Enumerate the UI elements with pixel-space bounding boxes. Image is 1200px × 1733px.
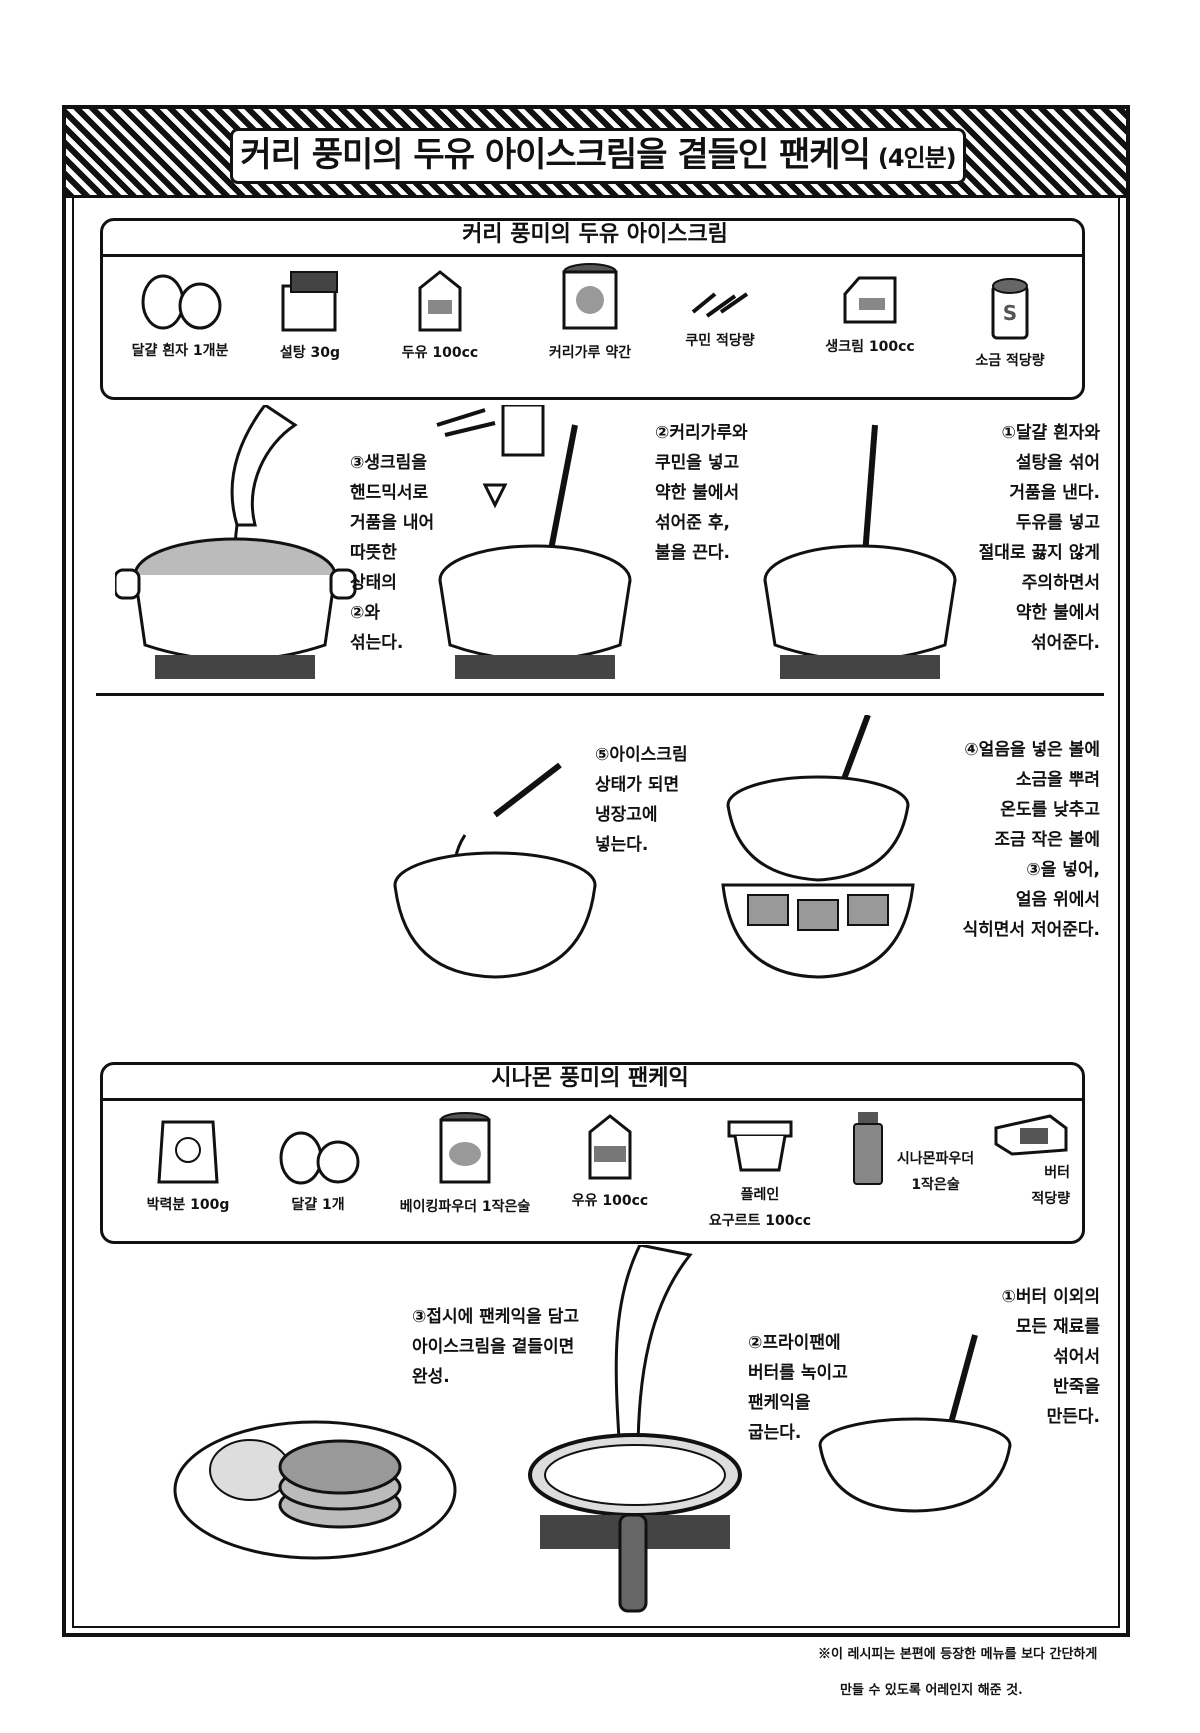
cream-carton-icon	[843, 276, 897, 324]
pot-with-whisk-illustration	[763, 424, 957, 679]
baking-powder-icon	[439, 1112, 491, 1184]
footnote: ※이 레시피는 본편에 등장한 메뉴를 보다 간단하게 만들 수 있도록 어레인…	[818, 1640, 1097, 1706]
ingredient-label: 두유 100cc	[401, 345, 479, 361]
cumin-icon	[691, 292, 749, 318]
ingredient-cream: 생크림 100cc	[810, 272, 930, 356]
frying-pan-illustration	[528, 1245, 742, 1613]
ingredient-butter: 버터 적당량	[960, 1110, 1070, 1212]
pancake-heading-divider	[100, 1098, 1085, 1101]
ingredient-baking-powder: 베이킹파우더 1작은술	[380, 1110, 550, 1216]
ingredient-salt: S 소금 적당량	[955, 272, 1065, 370]
pancake-step-1: ①버터 이외의 모든 재료를 섞어서 반죽을 만든다.	[1001, 1287, 1100, 1427]
pancake-step-3: ③접시에 팬케익을 담고 아이스크림을 곁들이면 완성.	[412, 1307, 579, 1387]
section-divider	[96, 693, 1104, 696]
page-title: 커리 풍미의 두유 아이스크림을 곁들인 팬케익(4인분)	[230, 128, 966, 184]
ingredient-label: 박력분 100g	[146, 1197, 230, 1213]
pot-with-cream-illustration	[115, 405, 357, 679]
sugar-icon	[281, 271, 338, 332]
title-serving: (4인분)	[877, 144, 957, 172]
ingredient-label: 베이킹파우더 1작은술	[399, 1199, 531, 1215]
salt-shaker-icon: S	[991, 278, 1029, 340]
ingredient-label: 생크림 100cc	[825, 339, 915, 355]
pancake-heading: 시나몬 풍미의 팬케익	[491, 1066, 689, 1091]
svg-text:S: S	[1003, 301, 1017, 325]
ice-cream-bowl-illustration	[393, 762, 597, 979]
pancake-step-2: ②프라이팬에 버터를 녹이고 팬케익을 굽는다.	[748, 1333, 848, 1443]
ingredient-label: 달걀 1개	[291, 1197, 345, 1213]
milk-carton-icon	[588, 1114, 632, 1180]
ingredient-label: 시나몬파우더 1작은술	[896, 1151, 975, 1193]
mixing-bowl-illustration	[818, 1334, 1012, 1513]
ingredient-milk: 우유 100cc	[555, 1112, 665, 1210]
page-frame	[62, 105, 1130, 1637]
ingredient-curry: 커리가루 약간	[525, 262, 655, 362]
ice-cream-step-5: ⑤아이스크림 상태가 되면 냉장고에 넣는다.	[595, 745, 688, 855]
ingredient-egg: 달걀 1개	[268, 1130, 368, 1214]
ice-cream-step-1: ①달걀 흰자와 설탕을 섞어 거품을 낸다. 두유를 넣고 절대로 끓지 않게 …	[978, 423, 1100, 653]
yogurt-icon	[727, 1120, 793, 1172]
pot-with-whisk-curry-illustration	[436, 405, 632, 679]
curry-can-icon	[562, 263, 618, 330]
ingredient-cumin: 쿠민 적당량	[665, 282, 775, 350]
soymilk-carton-icon	[418, 270, 462, 332]
ingredient-label: 달걀 흰자 1개분	[131, 343, 229, 359]
ice-cream-heading: 커리 풍미의 두유 아이스크림	[380, 218, 810, 257]
ice-cream-step-4: ④얼음을 넣은 볼에 소금을 뿌려 온도를 낮추고 조금 작은 볼에 ③을 넣어…	[962, 740, 1101, 940]
footnote-line-2: 만들 수 있도록 어레인지 해준 것.	[840, 1683, 1023, 1698]
title-main: 커리 풍미의 두유 아이스크림을 곁들인 팬케익	[240, 135, 871, 175]
eggs-icon	[141, 274, 222, 330]
pancake-plate-illustration	[173, 1420, 457, 1560]
ingredient-label: 커리가루 약간	[548, 345, 632, 361]
ingredient-soymilk: 두유 100cc	[385, 268, 495, 362]
ingredient-label: 쿠민 적당량	[685, 333, 755, 349]
butter-icon	[994, 1114, 1068, 1156]
ingredient-cinnamon: 시나몬파우더 1작은술	[850, 1108, 1000, 1198]
footnote-line-1: ※이 레시피는 본편에 등장한 메뉴를 보다 간단하게	[818, 1647, 1098, 1662]
ice-cream-step-2: ②커리가루와 쿠민을 넣고 약한 불에서 섞어준 후, 불을 끈다.	[655, 423, 748, 563]
ingredient-label: 설탕 30g	[279, 345, 341, 361]
ice-cream-heading-divider	[100, 254, 1085, 257]
cinnamon-icon	[853, 1112, 883, 1185]
flour-bag-icon	[157, 1120, 219, 1184]
ingredient-yogurt: 플레인 요구르트 100cc	[690, 1118, 830, 1234]
ice-bath-bowls-illustration	[721, 715, 915, 979]
ingredient-label: 버터 적당량	[1031, 1165, 1070, 1207]
ingredient-label: 소금 적당량	[975, 353, 1045, 369]
ice-cream-ingredients-box	[100, 218, 1085, 400]
ingredient-flour: 박력분 100g	[128, 1112, 248, 1214]
pancake-ingredients-box	[100, 1062, 1085, 1244]
ingredient-label: 우유 100cc	[571, 1193, 649, 1209]
ice-cream-step-3: ③생크림을 핸드믹서로 거품을 내어 따뜻한 상태의 ②와 섞는다.	[350, 453, 435, 653]
eggs-icon	[279, 1131, 360, 1185]
ingredient-sugar: 설탕 30g	[255, 268, 365, 362]
ingredient-egg-whites: 달걀 흰자 1개분	[120, 272, 240, 360]
ingredient-label: 플레인 요구르트 100cc	[708, 1187, 812, 1229]
